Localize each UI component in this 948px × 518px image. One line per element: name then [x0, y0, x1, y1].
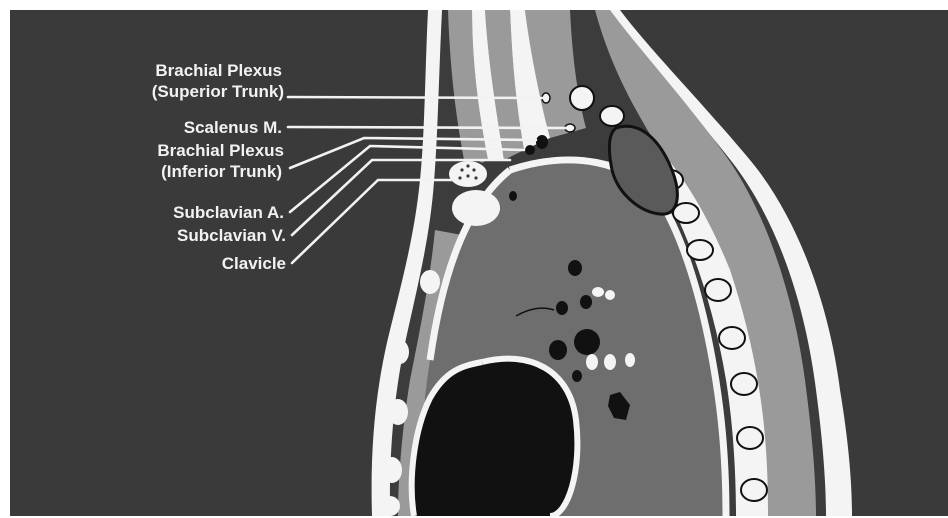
vessel-dark — [568, 260, 582, 276]
vessel-dark — [549, 340, 567, 360]
inferior-trunk-node — [536, 135, 548, 149]
vessel-dark — [580, 295, 592, 309]
label-clavicle: Clavicle — [222, 254, 286, 273]
anatomy-slide: Brachial Plexus (Superior Trunk) Scalenu… — [10, 10, 948, 516]
label-brachial-inferior-line2: (Inferior Trunk) — [161, 162, 282, 181]
clavicle-marrow — [448, 160, 488, 188]
aorta — [574, 329, 600, 355]
anatomy-diagram: Brachial Plexus (Superior Trunk) Scalenu… — [10, 10, 948, 516]
node-white — [625, 353, 635, 367]
clavicle-bone — [452, 190, 500, 226]
label-brachial-superior-line1: Brachial Plexus — [155, 61, 282, 80]
label-subclavian-artery: Subclavian A. — [173, 203, 284, 222]
rib-anterior — [420, 270, 440, 294]
label-brachial-superior-line2: (Superior Trunk) — [152, 82, 284, 101]
node-white — [592, 287, 604, 297]
rib-anterior — [380, 496, 400, 516]
leader-scalenus — [288, 127, 566, 128]
subclavian-vein-node — [509, 191, 517, 201]
rib-anterior — [382, 457, 402, 483]
leader-superior-trunk — [288, 97, 542, 98]
node-white — [605, 290, 615, 300]
vessel-dark — [556, 301, 568, 315]
label-scalenus: Scalenus M. — [184, 118, 282, 137]
node-white — [586, 354, 598, 370]
rib-anterior — [391, 340, 409, 364]
rib-anterior — [388, 399, 408, 425]
label-subclavian-vein: Subclavian V. — [177, 226, 286, 245]
node-white — [604, 354, 616, 370]
subclavian-artery-node — [525, 145, 535, 155]
label-brachial-inferior-line1: Brachial Plexus — [157, 141, 284, 160]
vessel-dark — [572, 370, 582, 382]
